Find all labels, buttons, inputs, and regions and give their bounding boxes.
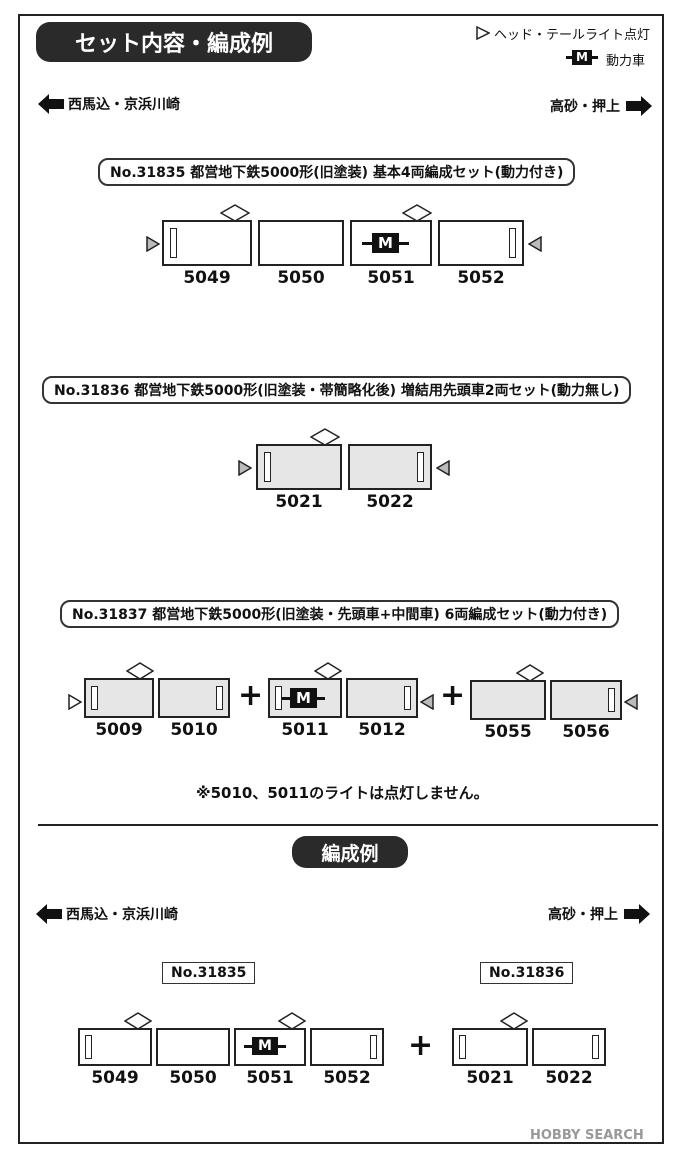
pantograph-icon <box>516 664 544 682</box>
head-light-icon <box>146 236 160 252</box>
direction-left: 西馬込・京浜川崎 <box>68 97 180 113</box>
arrow-right-icon <box>624 904 650 924</box>
pantograph-icon <box>126 662 154 680</box>
arrow-right-icon <box>626 96 652 116</box>
car-5011 <box>268 678 342 718</box>
pantograph-icon <box>402 204 432 222</box>
legend-light-text: ヘッド・テールライト点灯 <box>494 28 651 43</box>
set-label-31835: No.31835 都営地下鉄5000形(旧塗装) 基本4両編成セット(動力付き) <box>98 158 576 186</box>
tail-light-icon <box>420 694 434 710</box>
diagram-frame <box>18 14 664 1144</box>
section-divider <box>38 824 658 826</box>
pantograph-icon <box>278 1012 306 1030</box>
pantograph-icon <box>314 662 342 680</box>
plus-sign: + <box>408 1028 434 1063</box>
tail-light-icon <box>624 694 638 710</box>
car-number: 5022 <box>366 492 414 512</box>
car-number: 5010 <box>170 720 218 740</box>
car-number: 5050 <box>277 268 325 288</box>
head-light-icon <box>238 460 252 476</box>
car-number: 5012 <box>358 720 406 740</box>
head-light-icon <box>476 26 490 40</box>
set-label-31837: No.31837 都営地下鉄5000形(旧塗装・先頭車+中間車) 6両編成セット… <box>60 600 620 628</box>
plus-sign: + <box>440 678 466 713</box>
car-number: 5051 <box>367 268 415 288</box>
car-number: 5055 <box>484 722 532 742</box>
arrow-left-icon <box>36 904 62 924</box>
car-number: 5049 <box>183 268 231 288</box>
tail-light-icon <box>436 460 450 476</box>
direction-right: 高砂・押上 <box>548 907 618 923</box>
watermark: HOBBY SEARCH <box>530 1128 644 1143</box>
tail-light-icon <box>528 236 542 252</box>
car-number: 5052 <box>457 268 505 288</box>
direction-right: 高砂・押上 <box>550 99 620 115</box>
car-number: 5052 <box>323 1068 371 1088</box>
motor-icon: M <box>362 233 409 253</box>
plus-sign: + <box>238 678 264 713</box>
car-5021 <box>256 444 342 490</box>
example-set-31836: No.31836 <box>480 962 574 984</box>
legend-motor-icon: M <box>566 50 598 65</box>
car-5022 <box>532 1028 606 1066</box>
page-title: セット内容・編成例 <box>36 22 312 62</box>
set-label-31836: No.31836 都営地下鉄5000形(旧塗装・帯簡略化後) 増結用先頭車2両セ… <box>42 376 632 404</box>
car-number: 5056 <box>562 722 610 742</box>
direction-left: 西馬込・京浜川崎 <box>66 907 178 923</box>
lighting-note: ※5010、5011のライトは点灯しません。 <box>196 784 489 802</box>
example-set-31835: No.31835 <box>162 962 256 984</box>
motor-badge: M <box>252 1037 278 1055</box>
car-number: 5050 <box>169 1068 217 1088</box>
head-light-icon <box>68 694 82 710</box>
pantograph-icon <box>500 1012 528 1030</box>
car-5022 <box>348 444 432 490</box>
motor-icon: M <box>282 688 325 708</box>
car-number: 5021 <box>275 492 323 512</box>
car-5049 <box>162 220 252 266</box>
car-number: 5021 <box>466 1068 514 1088</box>
car-5052 <box>310 1028 384 1066</box>
pantograph-icon <box>310 428 340 446</box>
car-5055 <box>470 680 546 720</box>
car-5010 <box>158 678 230 718</box>
car-number: 5051 <box>246 1068 294 1088</box>
example-title: 編成例 <box>292 836 408 868</box>
legend-motor-badge: M <box>572 50 592 65</box>
car-number: 5049 <box>91 1068 139 1088</box>
car-number: 5011 <box>281 720 329 740</box>
arrow-left-icon <box>38 94 64 114</box>
motor-badge: M <box>290 688 317 708</box>
motor-badge: M <box>372 233 399 253</box>
legend-motor-text: 動力車 <box>606 54 646 69</box>
car-5009 <box>84 678 154 718</box>
pantograph-icon <box>124 1012 152 1030</box>
car-5049 <box>78 1028 152 1066</box>
car-5021 <box>452 1028 528 1066</box>
motor-icon: M <box>244 1037 286 1055</box>
car-number: 5022 <box>545 1068 593 1088</box>
car-5056 <box>550 680 622 720</box>
car-5050 <box>258 220 344 266</box>
car-5052 <box>438 220 524 266</box>
pantograph-icon <box>220 204 250 222</box>
car-5012 <box>346 678 418 718</box>
car-5050 <box>156 1028 230 1066</box>
car-number: 5009 <box>95 720 143 740</box>
